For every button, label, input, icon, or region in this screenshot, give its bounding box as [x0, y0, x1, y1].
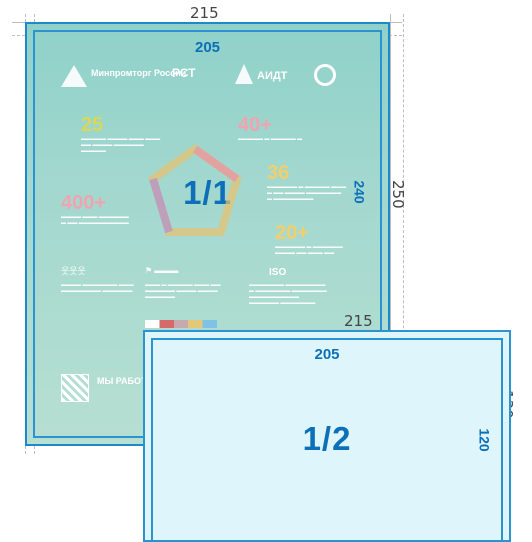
iso-label: ISO: [269, 268, 286, 278]
panel2-fraction-label: 1/2: [145, 420, 509, 458]
people-icons: 웃웃웃: [61, 268, 86, 274]
logo-rst-text: РСТ: [172, 68, 195, 78]
panel2-height-label: 120: [476, 428, 492, 451]
qr-code-icon: [61, 374, 89, 402]
bottom-text-3: ▬▬▬▬▬▬▬ ▬▬▬▬▬▬▬▬▬ ▬▬▬▬▬▬▬ ▬▬▬▬▬▬▬▬▬▬▬▬▬▬…: [249, 282, 349, 306]
panel2-width-label: 205: [145, 346, 509, 363]
aidt-logo-icon: [235, 64, 253, 84]
bottom-text-2: ▬▬▬ ▬ ▬▬▬▬▬ ▬▬▬ ▬▬▬▬▬▬▬▬ ▬▬▬▬ ▬▬▬▬▬▬▬▬▬▬: [145, 282, 225, 300]
stat-number-3: 36: [267, 162, 289, 185]
stat-number-1: 25: [81, 114, 103, 137]
stat-text-4: ▬▬▬▬ ▬▬▬ ▬▬▬▬▬▬▬ ▬▬ ▬▬▬▬▬▬▬▬▬▬: [61, 214, 151, 226]
seal-logo-icon: [314, 64, 336, 86]
panel1-width-label: 205: [27, 39, 388, 56]
pentagon-graphic: [145, 144, 245, 244]
stat-text-5: ▬▬▬▬▬▬ ▬ ▬▬▬▬▬▬▬▬▬▬ ▬▬ ▬▬▬ ▬▬: [275, 244, 365, 256]
bottom-text-1: ▬▬▬▬ ▬▬▬▬▬▬▬ ▬▬▬▬▬▬▬▬▬▬▬ ▬▬▬▬▬▬: [61, 282, 141, 294]
stat-text-2: ▬▬▬▬▬ ▬ ▬▬▬▬▬ ▬: [238, 136, 318, 142]
logo-aidt-text: АИДТ: [257, 71, 287, 81]
emblem-icon: ⚑ ▬▬▬: [145, 268, 178, 274]
stat-number-2: 40+: [238, 114, 272, 137]
stat-text-3: ▬▬▬▬▬▬ ▬ ▬▬▬▬▬ ▬▬▬▬ ▬▬ ▬▬▬▬ ▬▬▬▬▬▬▬▬ ▬▬▬…: [267, 184, 357, 202]
panel2-outer-width-label: 215: [344, 312, 373, 330]
minpromtorg-logo-icon: [61, 65, 87, 87]
panel1-outer-height-label: 250: [389, 180, 407, 209]
panel-half-size: 205 1/2 120: [143, 330, 511, 542]
stat-number-4: 400+: [61, 192, 106, 215]
panel1-outer-width-label: 215: [190, 4, 219, 22]
flags-row: [145, 320, 217, 328]
stat-number-5: 20+: [275, 222, 309, 245]
